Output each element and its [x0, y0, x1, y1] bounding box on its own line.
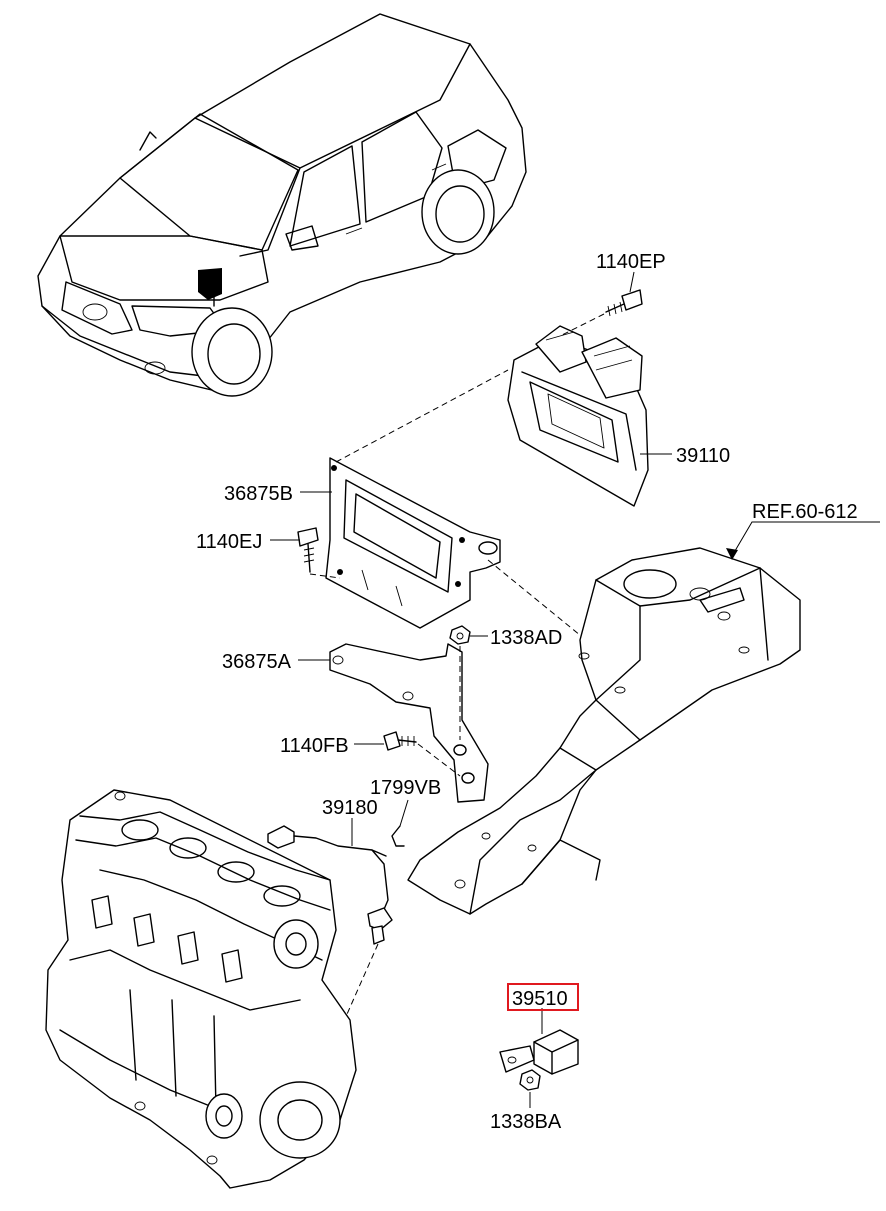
relay-39510[interactable] — [499, 1029, 579, 1075]
leader-lines — [270, 271, 880, 1108]
bolt-1140ej[interactable] — [297, 527, 319, 573]
bolt-1140fb-guide — [417, 743, 461, 777]
engine-block — [45, 789, 357, 1189]
bolt-1140ej-guide — [309, 573, 341, 579]
label-39110: 39110 — [676, 445, 730, 467]
ecu-module[interactable] — [507, 325, 649, 507]
label-1140fb: 1140FB — [280, 735, 349, 757]
bracket-b-guide-1 — [335, 369, 509, 463]
vehicle-illustration — [37, 13, 527, 397]
sensor-39180-guide — [339, 943, 379, 1031]
bolt-1140ep[interactable] — [605, 289, 643, 317]
label-1140ej: 1140EJ — [196, 531, 262, 553]
label-1338ba: 1338BA — [490, 1111, 562, 1133]
bracket-b-guide-2 — [487, 559, 587, 641]
bolt-1140ep-guide — [559, 313, 605, 337]
label-39180: 39180 — [322, 797, 378, 819]
highlight-box-39510 — [507, 983, 579, 1011]
label-39510[interactable]: 39510 — [512, 988, 568, 1010]
clip-1799vb[interactable] — [391, 825, 405, 847]
label-1338ad: 1338AD — [490, 627, 562, 649]
sensor-39180[interactable] — [267, 825, 393, 945]
label-1140ep: 1140EP — [596, 251, 666, 273]
bracket-36875a[interactable] — [329, 643, 489, 803]
label-ref-60-612[interactable]: REF.60-612 — [752, 501, 858, 523]
nut-1338ad[interactable] — [449, 625, 471, 645]
label-1799vb: 1799VB — [370, 777, 441, 799]
bracket-36875b[interactable] — [325, 457, 501, 629]
bolt-1140fb[interactable] — [383, 731, 417, 751]
label-36875a: 36875A — [222, 651, 292, 673]
body-panel-ref — [407, 547, 801, 915]
label-36875b: 36875B — [224, 483, 293, 505]
nut-1338ba[interactable] — [519, 1069, 541, 1091]
